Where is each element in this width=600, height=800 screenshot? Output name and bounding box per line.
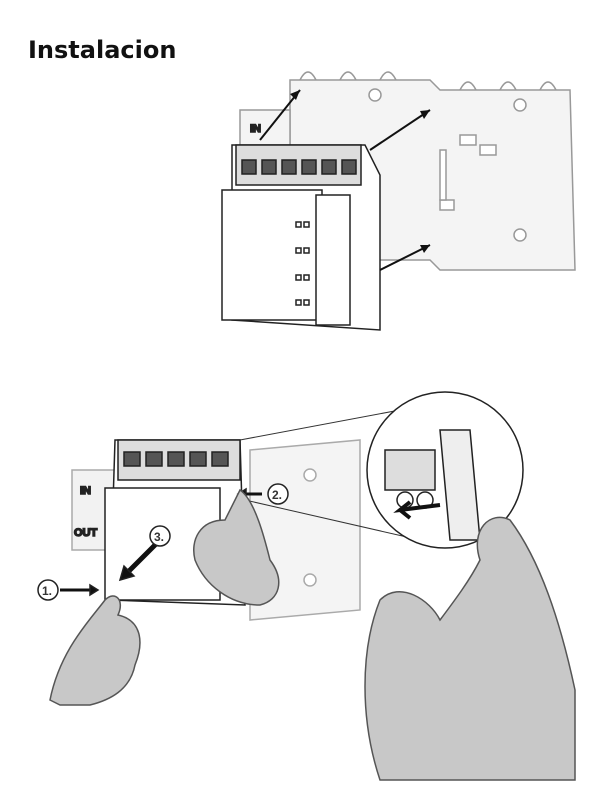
step-2-label: 2. (272, 488, 282, 502)
figure-mounting: IN (221, 71, 576, 331)
step-1-label: 1. (42, 584, 52, 598)
step-markers: 1. 2. 3. (37, 483, 289, 601)
out-label: OUT (74, 527, 98, 539)
page-title: Instalacion (28, 36, 177, 64)
step-2-marker (267, 483, 289, 505)
figure-removal: IN OUT (60, 391, 524, 621)
step-3-label: 3. (154, 530, 164, 544)
step-3-marker (149, 525, 171, 547)
in-label: IN (250, 123, 261, 135)
hands (49, 488, 576, 781)
right-hand (364, 516, 576, 781)
middle-hand (193, 488, 280, 606)
left-hand (49, 595, 141, 706)
step-1-marker (37, 579, 59, 601)
in-label-2: IN (80, 485, 91, 497)
